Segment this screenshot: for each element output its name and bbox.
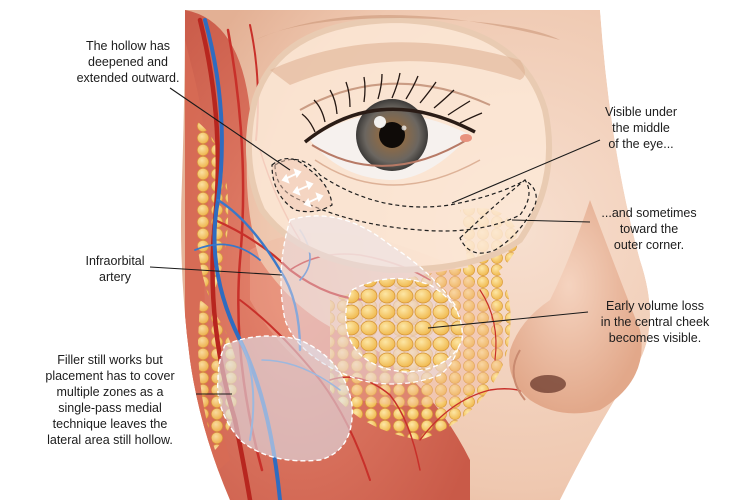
central-cheek-zone (345, 277, 463, 373)
leader-hollow (169, 87, 291, 171)
outer-corner-zone (459, 179, 537, 254)
leader-middle (451, 139, 601, 204)
tear-trough-zone (274, 158, 530, 232)
callout-under-middle: Visible under the middle of the eye... (604, 105, 678, 151)
callout-infraorbital-artery: Infraorbital artery (85, 254, 145, 284)
callout-outer-corner: ...and sometimes toward the outer corner… (601, 206, 697, 252)
callout-central-cheek: Early volume loss in the central cheek b… (600, 299, 710, 345)
leader-lines (149, 87, 601, 395)
callout-filler: Filler still works but placement has to … (45, 353, 175, 447)
filler-zone (216, 335, 353, 462)
marked-zones (216, 158, 537, 462)
leader-cheek (427, 311, 589, 329)
eyelashes (301, 72, 483, 133)
expansion-arrows (281, 168, 324, 208)
leader-outer (511, 219, 591, 223)
nose (509, 200, 642, 414)
callout-hollow: The hollow has deepened and extended out… (76, 39, 180, 85)
leader-artery (149, 266, 283, 276)
